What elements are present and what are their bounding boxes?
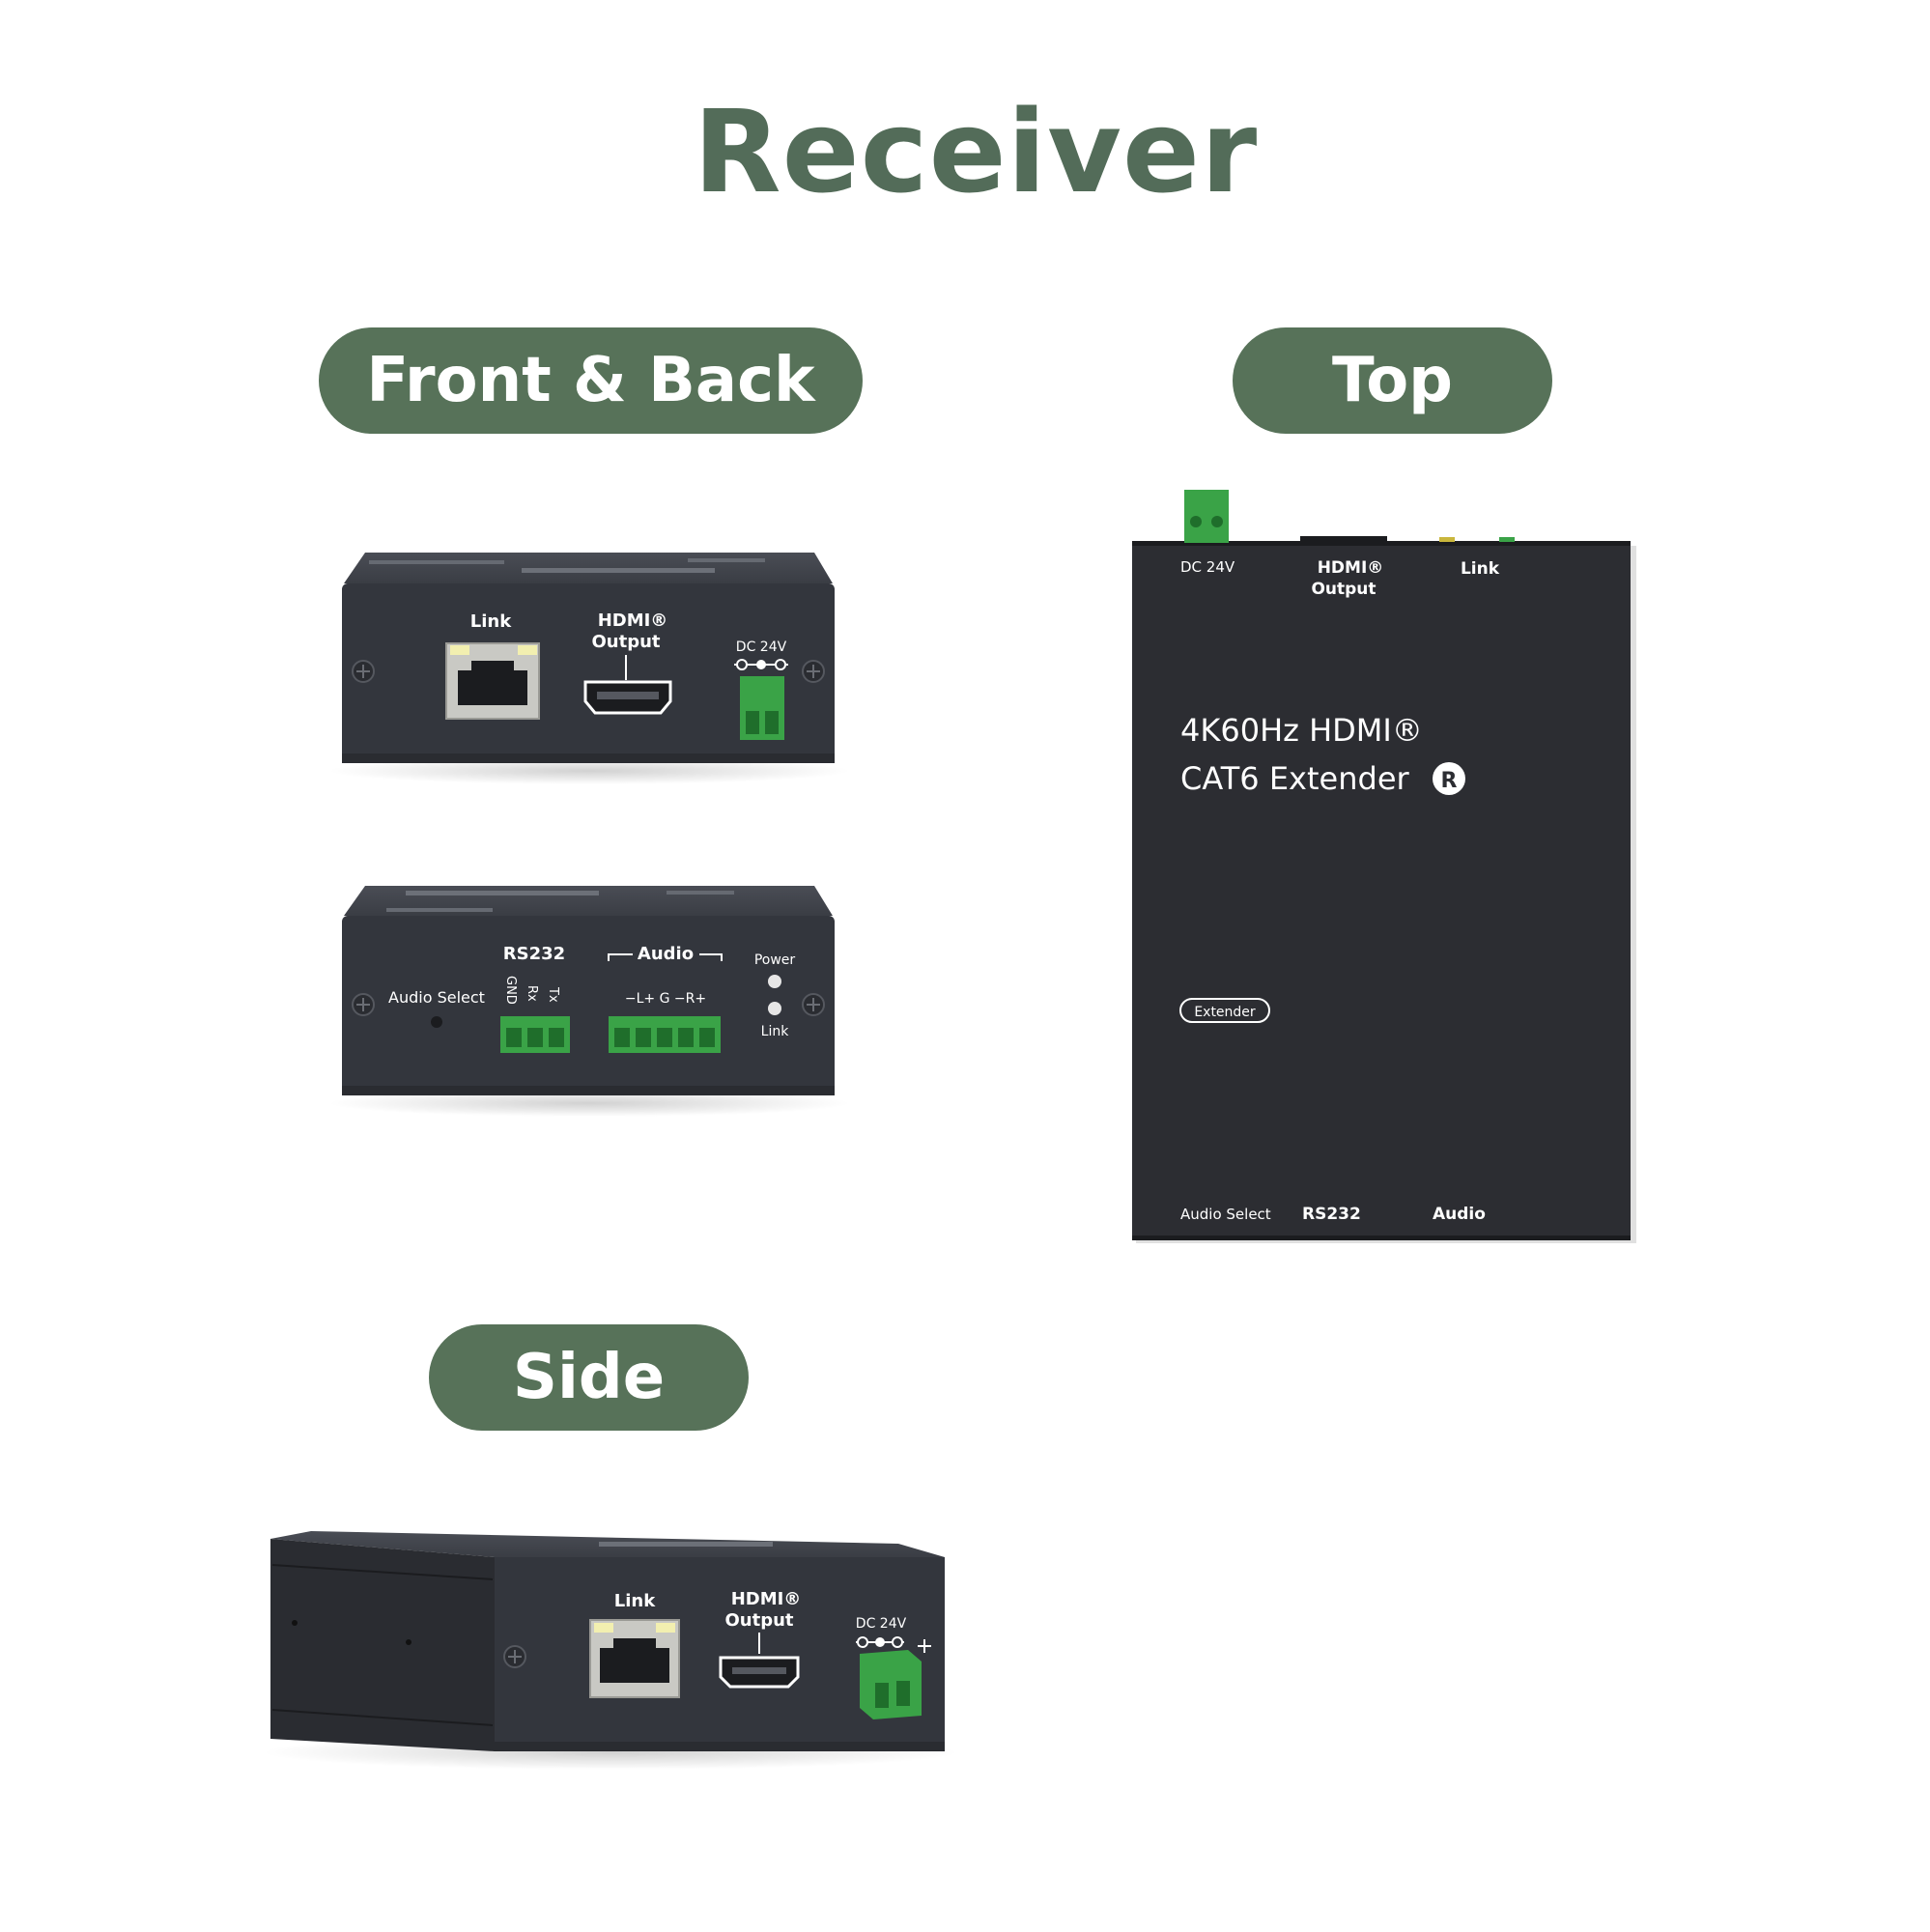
top-dc-terminal-icon	[1184, 490, 1229, 543]
rj45-port-icon	[445, 642, 540, 720]
screw-icon	[802, 660, 825, 683]
rs232-pin-gnd: GND	[503, 976, 518, 1005]
page-title: Receiver	[693, 85, 1259, 218]
side-dc-label: DC 24V	[856, 1616, 907, 1632]
screw-icon	[352, 660, 375, 683]
side-link-label: Link	[614, 1591, 656, 1611]
rs232-pin-tx: Tx	[546, 986, 560, 1003]
audio-pin-labels: −L+ G −R+	[625, 991, 706, 1007]
extender-tag-outline	[1179, 998, 1270, 1023]
receiver-badge-icon	[1433, 762, 1465, 795]
top-audio-label: Audio	[1433, 1205, 1486, 1224]
back-power-label: Power	[754, 952, 796, 968]
top-audio-select-label: Audio Select	[1180, 1206, 1271, 1223]
screw-icon	[352, 993, 375, 1016]
front-link-label: Link	[470, 611, 512, 632]
audio-select-button[interactable]	[431, 1016, 442, 1028]
extender-tag-label: Extender	[1194, 1005, 1256, 1020]
front-panel-device: Link HDMI® Output DC 24V	[328, 553, 850, 784]
section-label-side: Side	[429, 1324, 749, 1431]
side-dc-terminal-icon	[860, 1650, 922, 1719]
audio-terminal-icon	[609, 1016, 721, 1053]
front-hdmi-label: HDMI®	[598, 611, 668, 631]
link-led-icon	[768, 1002, 781, 1015]
rs232-pin-rx: Rx	[525, 985, 539, 1002]
rs232-terminal-icon	[500, 1016, 570, 1053]
product-name-line2: CAT6 Extender	[1180, 760, 1410, 797]
back-rs232-label: RS232	[503, 944, 565, 964]
side-hdmi-label: HDMI®	[731, 1589, 802, 1609]
side-view-device: Link HDMI® Output DC 24V	[263, 1531, 958, 1770]
back-link-label: Link	[761, 1024, 790, 1039]
screw-icon	[918, 1639, 931, 1653]
top-hdmi-label: HDMI®	[1318, 558, 1384, 578]
product-name-line1: 4K60Hz HDMI®	[1180, 712, 1423, 749]
front-output-label: Output	[591, 632, 660, 652]
back-audio-select-label: Audio Select	[388, 988, 485, 1007]
top-link-label: Link	[1461, 559, 1500, 579]
screw-icon	[802, 993, 825, 1016]
section-label-top: Top	[1233, 327, 1552, 434]
top-view-device: DC 24V HDMI® Output Link 4K60Hz HDMI® CA…	[1132, 490, 1636, 1243]
receiver-badge-letter: R	[1441, 769, 1458, 793]
top-output-label: Output	[1311, 580, 1376, 599]
side-polarity-icon	[856, 1636, 904, 1648]
side-rj45-port-icon	[589, 1619, 680, 1698]
dc-terminal-icon	[740, 676, 784, 740]
polarity-icon	[734, 659, 788, 670]
top-rs232-label: RS232	[1302, 1205, 1361, 1224]
section-label-front-back: Front & Back	[319, 327, 863, 434]
back-panel-device: Audio Select RS232 GND Rx Tx Audio −L+ G…	[328, 886, 850, 1117]
hdmi-port-icon	[583, 680, 672, 715]
side-hdmi-port-icon	[719, 1656, 800, 1689]
power-led-icon	[768, 975, 781, 988]
screw-icon	[503, 1645, 526, 1668]
back-audio-label: Audio	[638, 944, 694, 964]
side-output-label: Output	[724, 1610, 793, 1631]
top-dc-label: DC 24V	[1180, 558, 1235, 576]
front-dc-label: DC 24V	[736, 639, 787, 655]
